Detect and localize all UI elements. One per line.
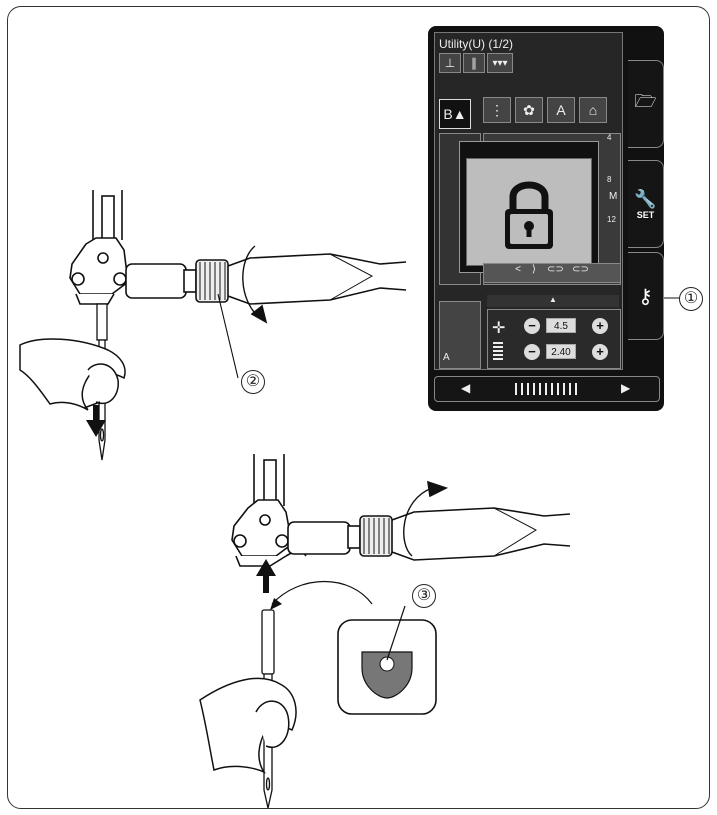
width-plus-button[interactable]: + — [592, 318, 608, 334]
set-button[interactable]: 🔧 SET — [628, 160, 664, 248]
foot-letter: A — [443, 352, 450, 363]
shirt-tab-icon[interactable]: ⌂ — [579, 97, 607, 123]
set-label: SET — [636, 209, 655, 220]
scroll-left-button[interactable]: ◀ — [461, 381, 471, 395]
lock-key-button[interactable]: ⚷ — [628, 252, 664, 340]
feed-dog-icon[interactable]: ▾▾▾ — [487, 53, 513, 73]
scroll-track[interactable] — [515, 383, 579, 395]
pattern-number-8: 8 — [607, 175, 612, 184]
lock-icon — [505, 181, 553, 249]
stitch-width-value: 4.5 — [546, 318, 576, 333]
hand-top — [19, 338, 126, 411]
wrench-icon: 🔧 — [634, 188, 657, 209]
down-arrow — [86, 405, 106, 437]
scroll-up-button[interactable]: ▲ — [487, 295, 619, 307]
scroll-right-button[interactable]: ▶ — [621, 381, 631, 395]
flat-side-zoom — [337, 605, 437, 715]
callout-screw: ② — [241, 370, 265, 394]
lcd-screen: Utility(U) (1/2) ⊥ ∥ ▾▾▾ B▲ ⋮ ✿ A ⌂ 4 8 … — [434, 32, 623, 370]
utility-tab-icon[interactable]: ⋮ — [483, 97, 511, 123]
up-arrow — [256, 559, 276, 593]
needle-clamp-bottom — [231, 454, 571, 567]
control-panel: Utility(U) (1/2) ⊥ ∥ ▾▾▾ B▲ ⋮ ✿ A ⌂ 4 8 … — [428, 26, 664, 411]
needle-position-icon[interactable]: ∥ — [463, 53, 485, 73]
stitch-length-value: 2.40 — [546, 344, 576, 359]
length-icon — [493, 342, 503, 360]
lock-box — [466, 158, 592, 266]
length-plus-button[interactable]: + — [592, 344, 608, 360]
width-icon: ✛ — [492, 320, 506, 337]
callout-lock-key: ① — [679, 287, 703, 311]
key-icon: ⚷ — [638, 285, 653, 308]
hand-bottom — [199, 677, 297, 774]
pointer-curve — [271, 580, 373, 605]
pattern-number-4: 4 — [607, 133, 612, 142]
page-frame — [7, 6, 710, 809]
length-minus-button[interactable]: − — [524, 344, 540, 360]
pattern-strip: < ⟩ ⊂⊃ ⊂⊃ — [483, 263, 621, 283]
folder-icon: 🗁 — [634, 91, 657, 111]
save-folder-button[interactable]: 🗁 — [628, 60, 664, 148]
needle-clamp-top — [69, 190, 407, 324]
adjustment-area: ✛ − 4.5 + − 2.40 + — [487, 309, 621, 369]
lock-popup — [459, 141, 599, 273]
presser-foot-icon[interactable]: ⊥ — [439, 53, 461, 73]
screen-title: Utility(U) (1/2) — [439, 37, 513, 51]
pattern-letter: M — [609, 191, 618, 202]
scroll-bar[interactable]: ◀ ▶ — [434, 376, 660, 402]
tab-b-icon[interactable]: B▲ — [439, 99, 471, 129]
pattern-number-12: 12 — [607, 215, 616, 224]
width-minus-button[interactable]: − — [524, 318, 540, 334]
letter-tab-icon[interactable]: A — [547, 97, 575, 123]
callout-flat-side: ③ — [412, 584, 436, 608]
decorative-tab-icon[interactable]: ✿ — [515, 97, 543, 123]
presser-foot-display: A — [439, 301, 481, 369]
